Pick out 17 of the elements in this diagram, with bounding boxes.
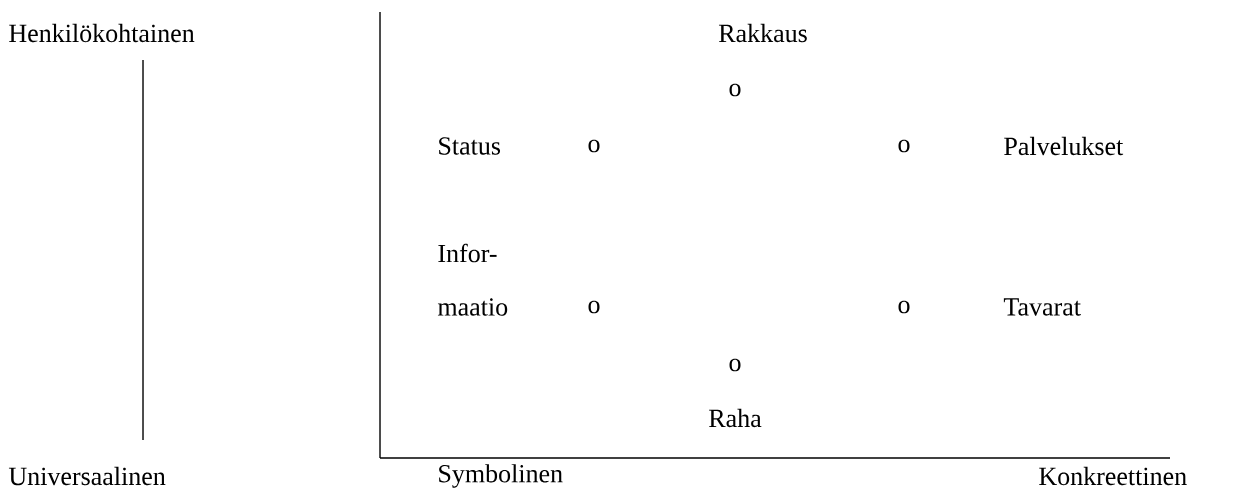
resource-label: Palvelukset	[1004, 136, 1124, 156]
axis-label: Konkreettinen	[1039, 466, 1187, 486]
resource-label: Infor-	[438, 243, 497, 263]
axis-label: Henkilökohtainen	[9, 23, 195, 43]
point-marker: o	[898, 139, 910, 153]
resource-label: Raha	[709, 408, 762, 428]
resource-label: Tavarat	[1003, 298, 1081, 316]
point-marker: o	[729, 83, 741, 97]
point-marker: o	[898, 300, 910, 314]
point-marker: o	[588, 139, 600, 153]
resource-label: Status	[439, 137, 501, 155]
resource-label: maatio	[437, 298, 508, 316]
axis-label: Symbolinen	[439, 464, 563, 488]
axis-label: Universaalinen	[8, 466, 166, 486]
resource-label: Rakkaus	[719, 23, 807, 43]
point-marker: o	[588, 300, 600, 314]
point-marker: o	[729, 358, 741, 372]
